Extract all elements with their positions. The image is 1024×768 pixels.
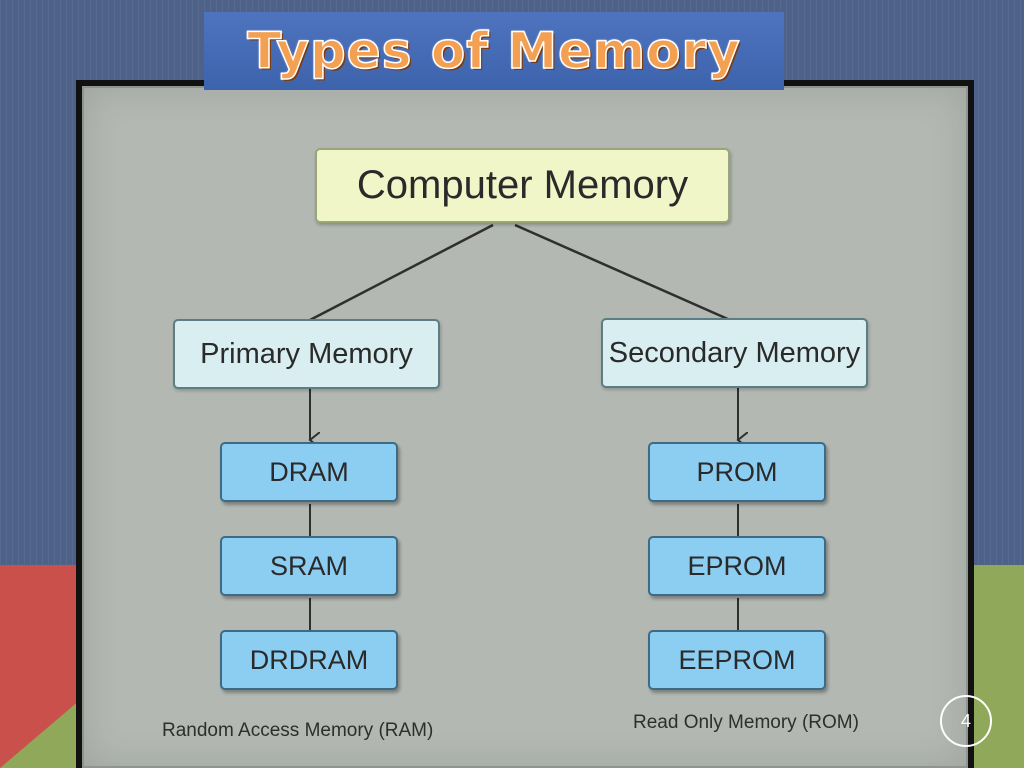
slide-title: Types of Memory [246, 21, 741, 81]
node-prom: PROM [648, 442, 826, 502]
node-primary-memory: Primary Memory [173, 319, 440, 389]
connector-root-secondary [514, 223, 731, 322]
node-computer-memory: Computer Memory [315, 148, 730, 223]
connector-root-primary [309, 223, 494, 322]
node-dram: DRAM [220, 442, 398, 502]
title-banner: Types of Memory [204, 12, 784, 90]
node-eprom: EPROM [648, 536, 826, 596]
node-eeprom: EEPROM [648, 630, 826, 690]
node-drdram: DRDRAM [220, 630, 398, 690]
node-secondary-memory: Secondary Memory [601, 318, 868, 388]
node-sram: SRAM [220, 536, 398, 596]
caption-ram: Random Access Memory (RAM) [162, 720, 434, 741]
caption-rom: Read Only Memory (ROM) [633, 712, 859, 733]
page-number: 4 [940, 695, 992, 747]
